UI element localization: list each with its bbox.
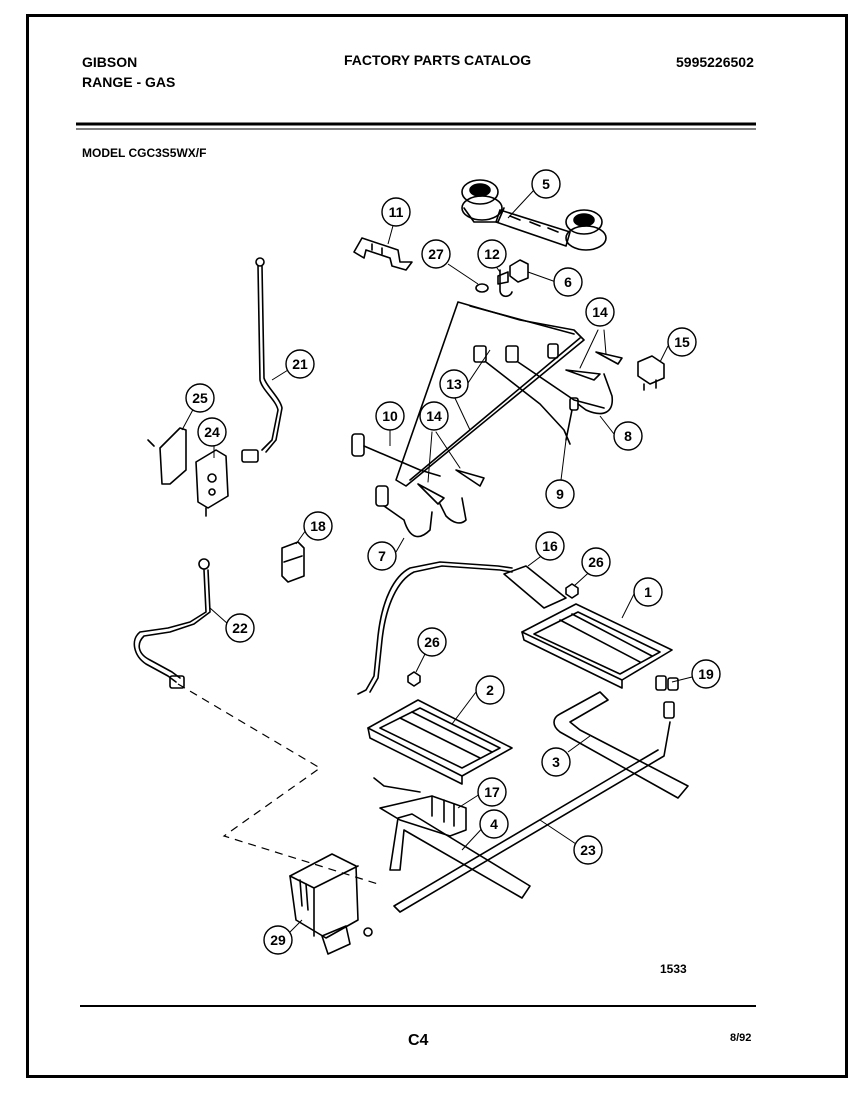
part-21-tube bbox=[241, 257, 283, 463]
part-5-top-burner-assembly bbox=[461, 179, 607, 251]
part-24-regulator-valve bbox=[195, 449, 229, 517]
part-18-block bbox=[281, 541, 305, 583]
gas-line-connection-path bbox=[177, 683, 379, 885]
part-26-nut-upper bbox=[565, 583, 579, 599]
part-4-burner-tube bbox=[389, 813, 531, 899]
callout-circles bbox=[185, 169, 721, 955]
callout-25: 25 bbox=[192, 390, 208, 406]
part-7-valve-wire bbox=[375, 485, 467, 538]
part-6-clip bbox=[497, 259, 529, 285]
callout-24: 24 bbox=[204, 424, 220, 440]
callout-27: 27 bbox=[428, 246, 444, 262]
brand-name: GIBSON bbox=[82, 54, 138, 70]
part-25-bracket bbox=[147, 427, 187, 485]
callout-16: 16 bbox=[542, 538, 558, 554]
callout-26-lower: 26 bbox=[424, 634, 440, 650]
part-23-rod bbox=[393, 721, 671, 913]
part-17-burner-head bbox=[373, 777, 467, 837]
header-rule bbox=[76, 122, 756, 130]
part-13-burner-manifold bbox=[395, 301, 585, 487]
callout-labels: 1 2 3 4 5 6 7 8 9 10 11 12 13 14 14 15 1… bbox=[192, 176, 714, 948]
callout-29: 29 bbox=[270, 932, 286, 948]
part-16-harness bbox=[357, 561, 567, 695]
part-14-igniter-lower bbox=[417, 431, 485, 505]
part-19-orifice bbox=[655, 675, 679, 719]
part-26-nut-lower bbox=[407, 671, 421, 687]
callout-11: 11 bbox=[389, 204, 404, 220]
callout-1: 1 bbox=[644, 584, 652, 600]
callout-15: 15 bbox=[674, 334, 690, 350]
callout-18: 18 bbox=[310, 518, 326, 534]
callout-12: 12 bbox=[484, 246, 500, 262]
revision-date: 8/92 bbox=[730, 1032, 752, 1044]
callout-7: 7 bbox=[378, 548, 386, 564]
part-9-wire bbox=[565, 409, 573, 441]
part-15-spark-switch bbox=[637, 355, 665, 391]
part-3-burner-tube bbox=[553, 691, 689, 799]
figure-number: 1533 bbox=[660, 962, 687, 976]
callout-5: 5 bbox=[542, 176, 550, 192]
part-8-igniter-wire bbox=[577, 373, 613, 415]
page-border bbox=[26, 14, 848, 1078]
part-12-wire bbox=[499, 269, 513, 298]
callout-14-upper: 14 bbox=[592, 304, 608, 320]
product-type: RANGE - GAS bbox=[82, 74, 176, 90]
callout-23: 23 bbox=[580, 842, 596, 858]
callout-14-lower: 14 bbox=[426, 408, 442, 424]
part-22-gas-line bbox=[133, 558, 211, 689]
model-label: MODEL CGC3S5WX/F bbox=[82, 146, 207, 160]
part-8-connector bbox=[569, 397, 579, 411]
callout-26-upper: 26 bbox=[588, 554, 604, 570]
callout-13: 13 bbox=[446, 376, 462, 392]
part-number: 5995226502 bbox=[676, 54, 754, 70]
callout-8: 8 bbox=[624, 428, 632, 444]
callout-9: 9 bbox=[556, 486, 564, 502]
catalog-title: FACTORY PARTS CATALOG bbox=[344, 52, 532, 68]
callout-10: 10 bbox=[382, 408, 398, 424]
part-1-burner-pan bbox=[521, 603, 673, 689]
part-10-valve-tube bbox=[351, 433, 441, 477]
part-11-bracket bbox=[353, 237, 413, 271]
part-14-igniter-upper bbox=[565, 329, 623, 381]
callout-2: 2 bbox=[486, 682, 494, 698]
callout-22: 22 bbox=[232, 620, 248, 636]
callout-17: 17 bbox=[484, 784, 500, 800]
callout-21: 21 bbox=[292, 356, 308, 372]
callout-4: 4 bbox=[490, 816, 498, 832]
part-2-burner-pan bbox=[367, 699, 513, 785]
callout-6: 6 bbox=[564, 274, 572, 290]
part-27-spacer bbox=[475, 283, 489, 293]
callout-19: 19 bbox=[698, 666, 714, 682]
callout-3: 3 bbox=[552, 754, 560, 770]
page-code: C4 bbox=[408, 1032, 429, 1049]
